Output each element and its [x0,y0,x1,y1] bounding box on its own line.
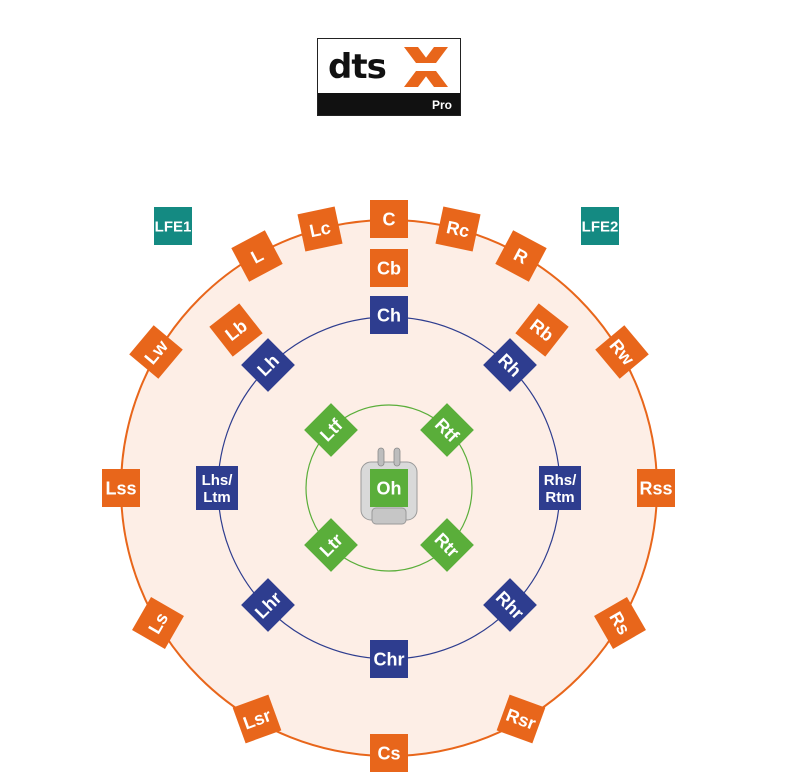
speaker-rs: Rs [594,597,646,649]
speaker-ch-label: Ch [377,305,401,325]
speaker-cb-label: Cb [377,258,401,278]
speaker-cs-label: Cs [377,743,400,763]
logo-brand-text: dts [328,47,387,87]
speaker-c-label: C [383,209,396,229]
speaker-rc-box [435,206,481,252]
speaker-rtf-box [420,403,474,457]
speaker-rhs-box [539,466,581,510]
speaker-rss-label: Rss [639,478,672,498]
speaker-rhs: Rhs/Rtm [539,466,581,510]
speaker-oh-box [370,469,408,507]
speaker-rsr: Rsr [496,694,546,744]
speaker-cb: Cb [370,249,408,287]
speaker-lhs-label: Lhs/Ltm [202,472,234,506]
speaker-r-box [495,230,547,282]
speaker-rtf: Rtf [420,403,474,457]
speaker-oh-label: Oh [377,478,402,498]
speaker-rc: Rc [435,206,481,252]
speaker-rss-box [637,469,675,507]
speaker-lb-box [209,303,263,357]
speaker-lhs: Lhs/Ltm [196,466,238,510]
speaker-lss: Lss [102,469,140,507]
speaker-rc-label: Rc [445,217,472,241]
speaker-c-box [370,200,408,238]
speaker-lh-box [241,338,295,392]
speaker-lw-box [129,325,183,379]
speaker-c: C [370,200,408,238]
speaker-rsr-box [496,694,546,744]
speaker-lfe1-box [154,207,192,245]
speaker-lfe1: LFE1 [154,207,192,245]
speaker-ltf: Ltf [304,403,358,457]
speaker-lsr-box [232,694,282,744]
speaker-cb-box [370,249,408,287]
speaker-lss-box [102,469,140,507]
speaker-lc: Lc [297,206,343,252]
speaker-lhs-box [196,466,238,510]
speaker-ch-box [370,296,408,334]
speaker-chr-box [370,640,408,678]
speaker-rb: Rb [515,303,569,357]
speaker-ltf-box [304,403,358,457]
dtsx-pro-logo: dts Pro [317,38,461,116]
speaker-lb: Lb [209,303,263,357]
speaker-lfe2-box [581,207,619,245]
logo-edition-bar: Pro [318,93,460,115]
speaker-chr: Chr [370,640,408,678]
speaker-r: R [495,230,547,282]
overhead-ring [305,404,473,572]
speaker-rss: Rss [637,469,675,507]
speaker-l: L [231,230,283,282]
speaker-lfe2-label: LFE2 [582,218,619,235]
speaker-oh: Oh [370,469,408,507]
logo-wordmark: dts [318,39,460,95]
speaker-ls-box [132,597,184,649]
speaker-ch: Ch [370,296,408,334]
speaker-lsr: Lsr [232,694,282,744]
speaker-lss-label: Lss [105,478,136,498]
speaker-rw: Rw [595,325,649,379]
speaker-lh: Lh [241,338,295,392]
logo-edition-text: Pro [431,98,452,112]
speaker-cs: Cs [370,734,408,772]
speaker-chr-label: Chr [374,649,405,669]
speaker-ls: Ls [132,597,184,649]
speaker-cs-box [370,734,408,772]
speaker-rhs-label: Rhs/Rtm [544,472,577,506]
speaker-lc-label: Lc [308,217,333,241]
speaker-lw: Lw [129,325,183,379]
speaker-rw-box [595,325,649,379]
speaker-lfe2: LFE2 [581,207,619,245]
speaker-rs-box [594,597,646,649]
speaker-lfe1-label: LFE1 [155,218,192,235]
speaker-rb-box [515,303,569,357]
speaker-lc-box [297,206,343,252]
logo-x-mark [402,47,450,87]
speaker-l-box [231,230,283,282]
